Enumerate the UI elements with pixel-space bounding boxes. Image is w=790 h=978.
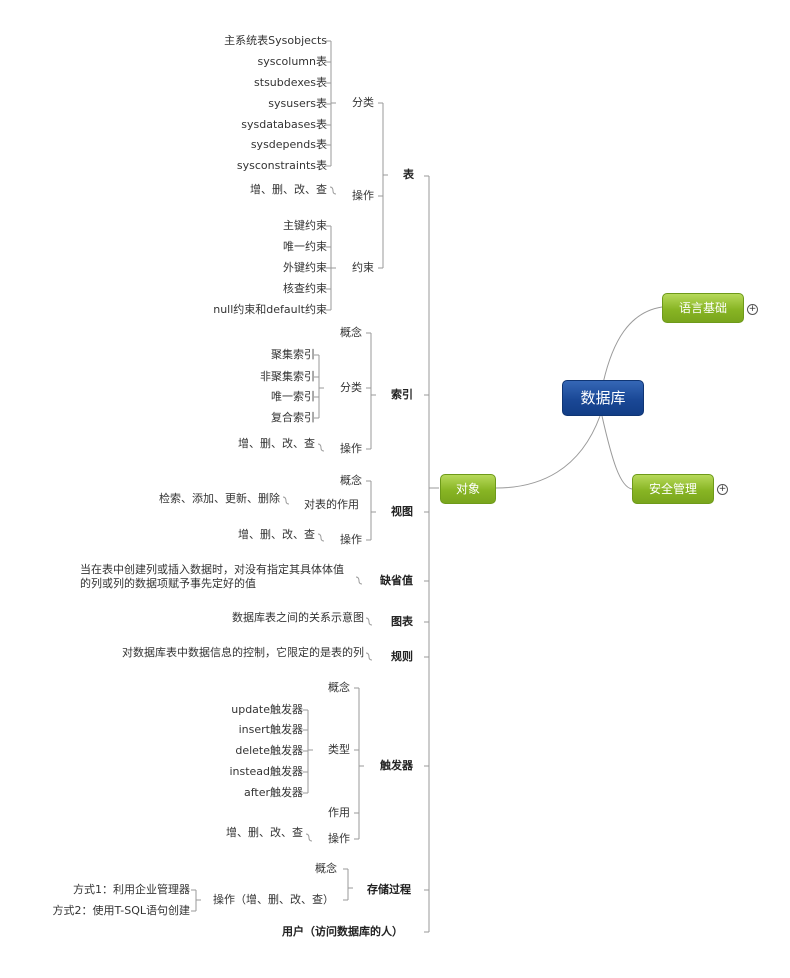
trigger-title: 触发器 — [380, 759, 413, 772]
table-category-item: stsubdexes表 — [254, 76, 327, 89]
default-note: 当在表中创建列或插入数据时，对没有指定其具体体值的列或列的数据项赋予事先定好的值 — [80, 563, 344, 590]
index-concept-label: 概念 — [340, 326, 362, 339]
table-category-item: sysusers表 — [268, 97, 327, 110]
expand-security-icon[interactable]: + — [717, 484, 728, 495]
branch-security[interactable]: 安全管理 — [632, 474, 714, 504]
branch-objects-label: 对象 — [455, 482, 480, 496]
index-operation-tilde — [317, 443, 325, 452]
procedure-bracket — [343, 868, 353, 901]
table-category-bracket — [326, 40, 336, 167]
trigger-type-item: delete触发器 — [235, 744, 303, 757]
table-category-item: syscolumn表 — [257, 55, 327, 68]
trigger-type-bracket — [303, 709, 313, 794]
procedure-operation-item: 方式2：使用T-SQL语句创建 — [52, 904, 190, 917]
trigger-operation-item: 增、删、改、查 — [226, 826, 303, 839]
procedure-op-bracket — [191, 889, 201, 912]
table-constraint-item: 外键约束 — [283, 261, 327, 274]
table-constraint-item: 唯一约束 — [283, 240, 327, 253]
table-constraint-item: 主键约束 — [283, 219, 327, 232]
table-constraint-item: null约束和default约束 — [213, 303, 327, 316]
connector-objects — [495, 415, 601, 489]
procedure-title: 存储过程 — [367, 883, 411, 896]
trigger-concept-label: 概念 — [328, 681, 350, 694]
branch-language[interactable]: 语言基础 — [662, 293, 744, 323]
procedure-concept-label: 概念 — [315, 862, 337, 875]
user-title: 用户（访问数据库的人） — [282, 925, 403, 938]
trigger-type-item: insert触发器 — [238, 723, 303, 736]
connector-language — [601, 306, 663, 389]
table-category-label: 分类 — [352, 96, 374, 109]
rule-note: 对数据库表中数据信息的控制，它限定的是表的列 — [122, 646, 364, 659]
view-effect-label: 对表的作用 — [304, 498, 359, 511]
trigger-effect-label: 作用 — [328, 806, 350, 819]
view-bracket — [366, 480, 376, 541]
view-title: 视图 — [391, 505, 413, 518]
table-category-item: sysdepends表 — [250, 138, 327, 151]
procedure-operation-label: 操作（增、删、改、查） — [213, 893, 334, 906]
trigger-type-label: 类型 — [328, 743, 350, 756]
view-concept-label: 概念 — [340, 474, 362, 487]
rule-title: 规则 — [391, 650, 413, 663]
table-title: 表 — [403, 168, 414, 181]
table-operation-label: 操作 — [352, 189, 374, 202]
branch-security-label: 安全管理 — [648, 482, 697, 496]
trigger-type-item: instead触发器 — [229, 765, 303, 778]
default-title: 缺省值 — [380, 574, 413, 587]
trigger-bracket — [354, 687, 364, 840]
index-category-item: 唯一索引 — [271, 390, 315, 403]
default-tilde — [355, 576, 363, 585]
table-operation-item: 增、删、改、查 — [250, 183, 327, 196]
view-effect-tilde — [282, 496, 290, 505]
trigger-operation-label: 操作 — [328, 832, 350, 845]
trigger-operation-tilde — [305, 833, 313, 842]
expand-language-icon[interactable]: + — [747, 304, 758, 315]
diagram-title: 图表 — [391, 615, 413, 628]
index-category-item: 复合索引 — [271, 411, 315, 424]
root-node[interactable]: 数据库 — [562, 380, 644, 416]
view-operation-item: 增、删、改、查 — [238, 528, 315, 541]
index-category-item: 聚集索引 — [271, 348, 315, 361]
table-category-item: 主系统表Sysobjects — [224, 34, 327, 47]
table-category-item: sysdatabases表 — [241, 118, 327, 131]
table-operation-tilde — [329, 186, 337, 195]
connector-security — [601, 415, 633, 490]
index-operation-item: 增、删、改、查 — [238, 437, 315, 450]
table-constraint-bracket — [326, 225, 336, 311]
table-constraint-label: 约束 — [352, 261, 374, 274]
index-bracket — [366, 332, 376, 450]
table-bracket — [378, 102, 388, 269]
branch-objects[interactable]: 对象 — [440, 474, 496, 504]
trigger-type-item: update触发器 — [231, 703, 303, 716]
branch-language-label: 语言基础 — [678, 301, 727, 315]
index-operation-label: 操作 — [340, 442, 362, 455]
index-category-bracket — [314, 354, 324, 419]
objects-spine — [424, 175, 439, 933]
diagram-note: 数据库表之间的关系示意图 — [232, 611, 364, 624]
index-category-item: 非聚集索引 — [260, 370, 315, 383]
view-effect-item: 检索、添加、更新、删除 — [159, 492, 280, 505]
view-operation-label: 操作 — [340, 533, 362, 546]
procedure-operation-item: 方式1：利用企业管理器 — [73, 883, 190, 896]
table-category-item: sysconstraints表 — [236, 159, 327, 172]
index-title: 索引 — [391, 388, 413, 401]
diagram-tilde — [365, 617, 373, 626]
trigger-type-item: after触发器 — [243, 786, 303, 799]
rule-tilde — [365, 652, 373, 661]
root-label: 数据库 — [580, 389, 626, 407]
table-constraint-item: 核查约束 — [283, 282, 327, 295]
view-operation-tilde — [317, 533, 325, 542]
index-category-label: 分类 — [340, 381, 362, 394]
